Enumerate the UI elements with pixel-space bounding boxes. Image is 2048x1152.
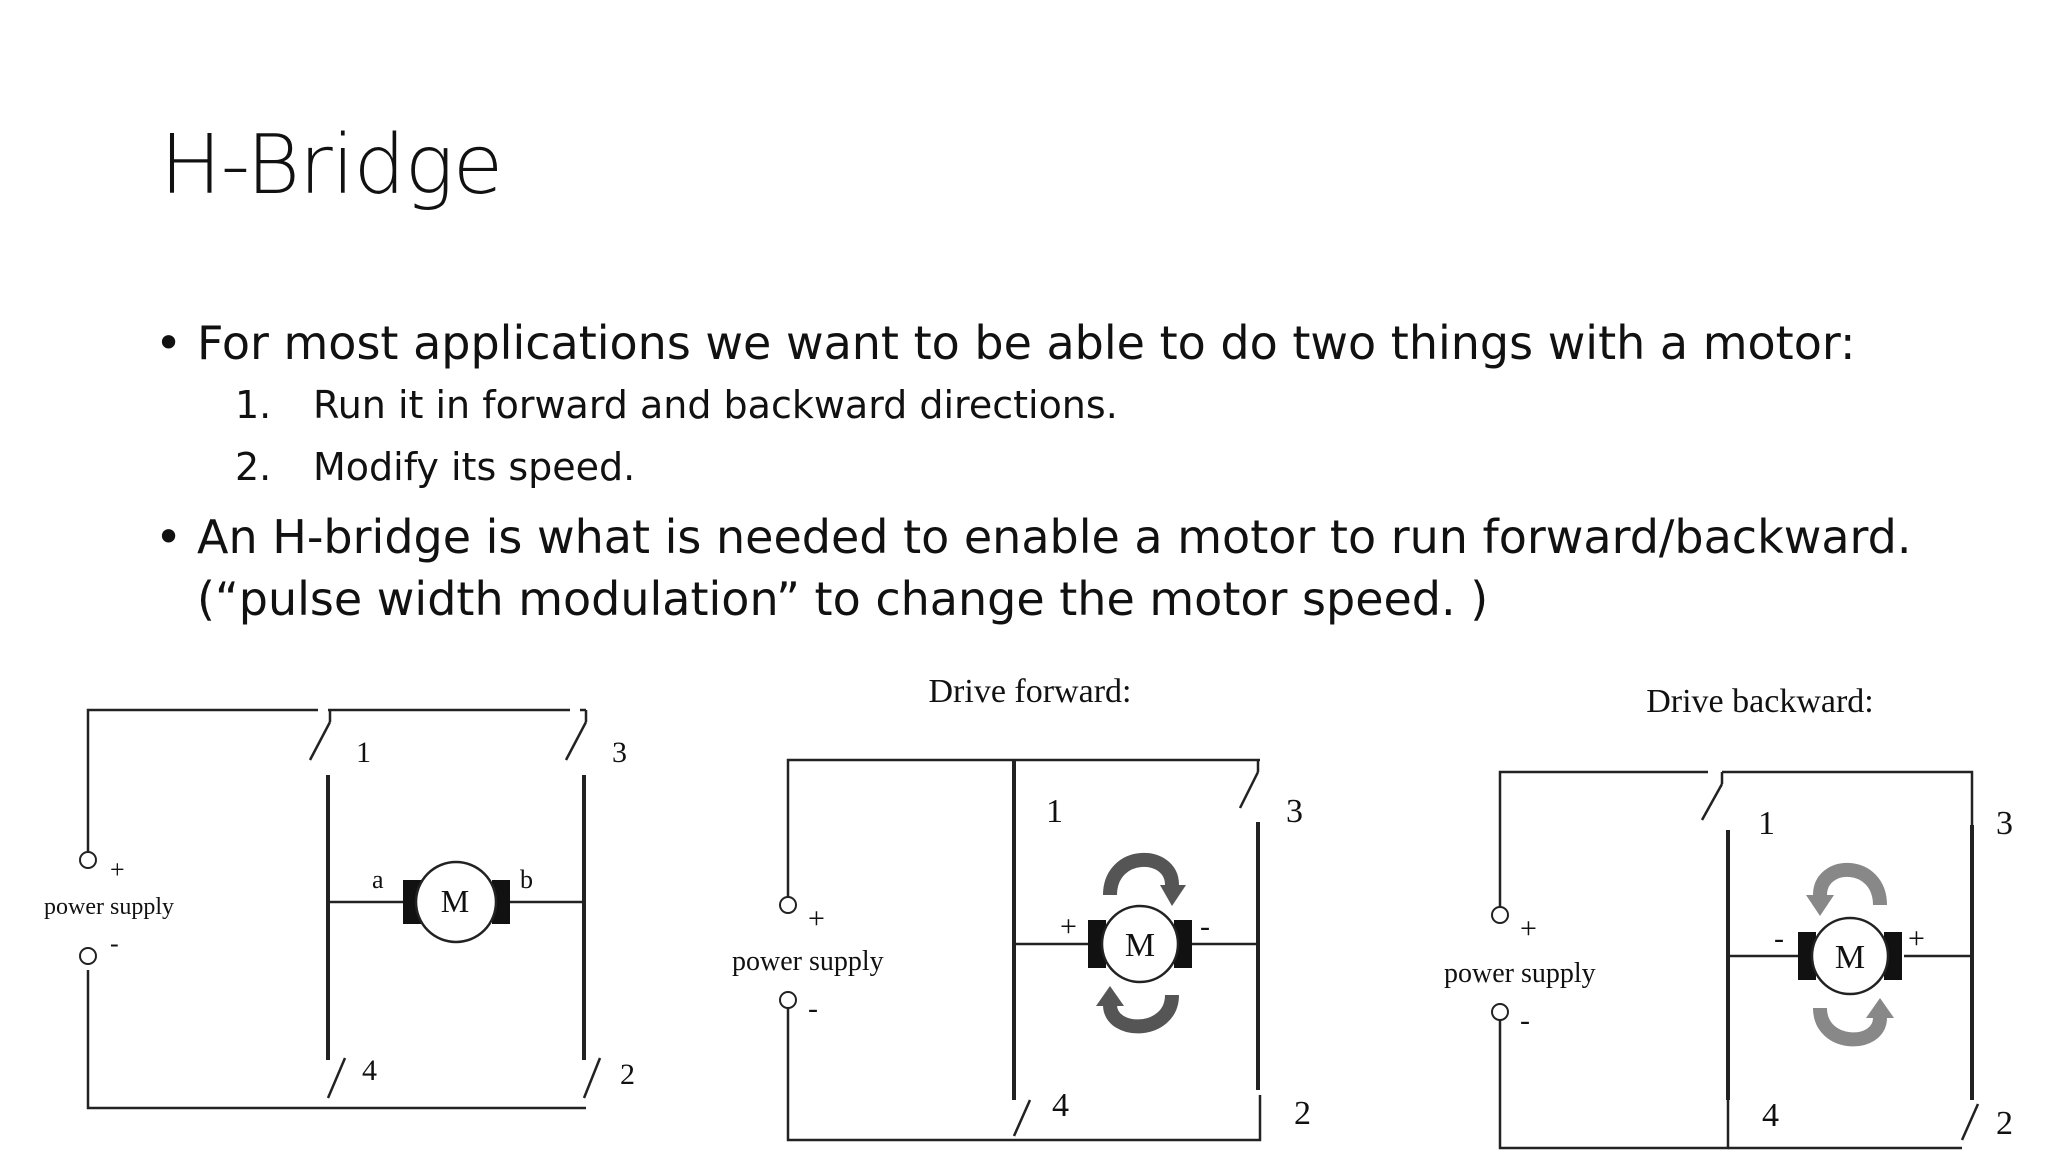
item-number: 1. xyxy=(235,383,272,427)
motor-icon xyxy=(1810,916,1890,996)
terminal-plus xyxy=(79,851,97,869)
diagram-backward xyxy=(1498,770,1980,1150)
motor-label: M xyxy=(1125,927,1155,964)
item-text: Modify its speed. xyxy=(313,445,636,489)
switch-2-label: 2 xyxy=(620,1058,635,1091)
numbered-item: 1. Run it in forward and backward direct… xyxy=(235,374,2015,436)
switch-3 xyxy=(564,721,588,761)
arrowhead-icon xyxy=(1866,998,1894,1018)
switch-2 xyxy=(1960,1103,1980,1141)
plus-label: + xyxy=(808,902,825,935)
terminal-plus xyxy=(779,896,797,914)
bullet-dot-icon: • xyxy=(155,510,183,564)
power-supply-label: power supply xyxy=(732,946,884,977)
motor-plus-label: + xyxy=(1060,910,1077,943)
motor-label: M xyxy=(1835,939,1865,976)
motor-plus-label: + xyxy=(1908,922,1925,955)
plus-label: + xyxy=(110,855,125,884)
terminal-minus xyxy=(79,947,97,965)
motor-brush-plus xyxy=(1884,932,1902,980)
item-number: 2. xyxy=(235,445,272,489)
terminal-minus xyxy=(779,991,797,1009)
motor-minus-label: - xyxy=(1200,910,1210,943)
motor-icon xyxy=(414,860,498,944)
numbered-item: 2. Modify its speed. xyxy=(235,436,2015,498)
power-supply-label: power supply xyxy=(1444,958,1596,989)
h-bridge-diagrams: M a b + - power supply 1 3 4 2 Drive for… xyxy=(44,673,2013,1150)
diagram-left xyxy=(86,708,602,1110)
arrowhead-icon xyxy=(1096,986,1124,1006)
switch-3-label: 3 xyxy=(1286,793,1303,830)
switch-4 xyxy=(326,1057,347,1099)
arrowhead-icon xyxy=(1806,895,1834,916)
switch-1 xyxy=(308,721,332,761)
backward-caption: Drive backward: xyxy=(1646,683,1874,720)
switch-1-label: 1 xyxy=(1758,805,1775,842)
terminal-plus xyxy=(1491,906,1509,924)
power-supply-label: power supply xyxy=(44,894,174,920)
switch-1-label: 1 xyxy=(356,736,371,769)
bullet-text: For most applications we want to be able… xyxy=(197,316,1856,370)
bullet-item: • An H-bridge is what is needed to enabl… xyxy=(155,506,2015,630)
arrowhead-icon xyxy=(1160,885,1186,906)
rotation-arrow-bottom-icon xyxy=(1103,994,1179,1034)
switch-4-label: 4 xyxy=(1762,1097,1779,1134)
bullet-item: • For most applications we want to be ab… xyxy=(155,312,2015,374)
minus-label: - xyxy=(1520,1004,1530,1037)
slide-title: H-Bridge xyxy=(160,118,503,213)
motor-brush-minus xyxy=(1174,920,1192,968)
terminal-minus xyxy=(1491,1003,1509,1021)
plus-label: + xyxy=(1520,912,1537,945)
switch-1 xyxy=(1700,783,1724,821)
switch-3-label: 3 xyxy=(612,736,627,769)
bullet-list: • For most applications we want to be ab… xyxy=(155,312,2015,630)
motor-brush-plus xyxy=(1088,920,1106,968)
rotation-arrow-top-icon xyxy=(1103,853,1179,896)
switch-3 xyxy=(1238,771,1260,809)
bullet-dot-icon: • xyxy=(155,316,183,370)
switch-2-label: 2 xyxy=(1294,1095,1311,1132)
terminal-a-label: a xyxy=(372,865,384,894)
rotation-arrow-top-icon xyxy=(1813,863,1887,906)
switch-1-label: 1 xyxy=(1046,793,1063,830)
rotation-arrow-bottom-icon xyxy=(1813,1007,1887,1047)
switch-4-label: 4 xyxy=(362,1054,377,1087)
motor-icon xyxy=(1100,904,1180,984)
switch-3-label: 3 xyxy=(1996,805,2013,842)
motor-brush-minus xyxy=(1798,932,1816,980)
minus-label: - xyxy=(808,992,818,1025)
switch-2-label: 2 xyxy=(1996,1105,2013,1142)
forward-caption: Drive forward: xyxy=(929,673,1132,710)
terminal-b-label: b xyxy=(520,865,533,894)
bullet-text: An H-bridge is what is needed to enable … xyxy=(197,510,1912,626)
item-text: Run it in forward and backward direction… xyxy=(313,383,1118,427)
motor-label: M xyxy=(441,883,469,919)
motor-brush-b xyxy=(492,880,510,924)
switch-2 xyxy=(582,1057,602,1099)
minus-label: - xyxy=(110,929,119,958)
switch-4-label: 4 xyxy=(1052,1087,1069,1124)
switch-4 xyxy=(1012,1099,1032,1137)
diagram-forward xyxy=(786,758,1262,1142)
motor-minus-label: - xyxy=(1774,922,1784,955)
